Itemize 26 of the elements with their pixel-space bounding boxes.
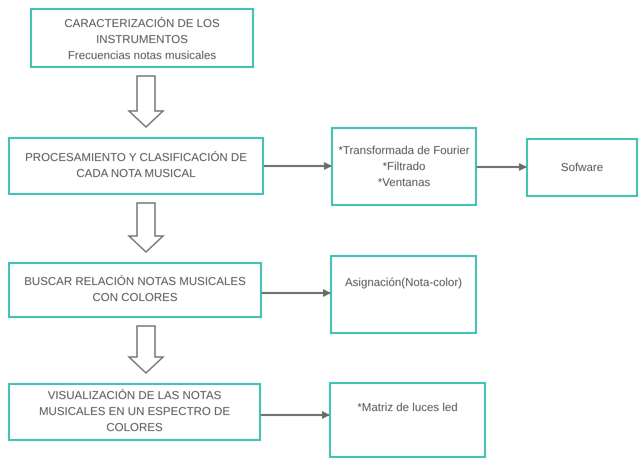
process-box — [329, 382, 486, 458]
process-box — [330, 255, 477, 334]
block-arrow — [127, 325, 165, 374]
box-text: CARACTERIZACIÓN DE LOS INSTRUMENTOS — [63, 16, 221, 48]
block-arrow — [127, 202, 165, 254]
box-text: VISUALIZACIÓN DE LAS NOTAS MUSICALES EN UN ESPECTRO DE COLORES — [38, 388, 232, 436]
box-text: *Ventanas — [378, 176, 430, 190]
box-text: BUSCAR RELACIÓN NOTAS MUSICALES CON COLORES — [23, 274, 247, 306]
arrow — [264, 162, 332, 170]
arrow — [477, 163, 527, 171]
box-text: Asignación(Nota-color) — [345, 276, 462, 290]
process-box — [526, 138, 638, 197]
process-box — [8, 383, 261, 441]
process-box — [331, 127, 477, 206]
box-text: PROCESAMIENTO Y CLASIFICACIÓN DE CADA NOTA MUSICAL — [24, 150, 248, 182]
process-box — [8, 262, 262, 318]
box-text: *Matriz de luces led — [357, 401, 458, 416]
arrow — [262, 289, 331, 297]
box-text: Frecuencias notas musicales — [68, 49, 216, 64]
block-arrow — [127, 75, 165, 128]
process-box — [8, 137, 264, 195]
arrow — [261, 411, 330, 419]
process-box — [30, 8, 254, 68]
box-text: Sofware — [560, 160, 604, 176]
box-text: *Transformada de Fourier — [338, 144, 470, 158]
box-text: *Filtrado — [382, 160, 426, 174]
